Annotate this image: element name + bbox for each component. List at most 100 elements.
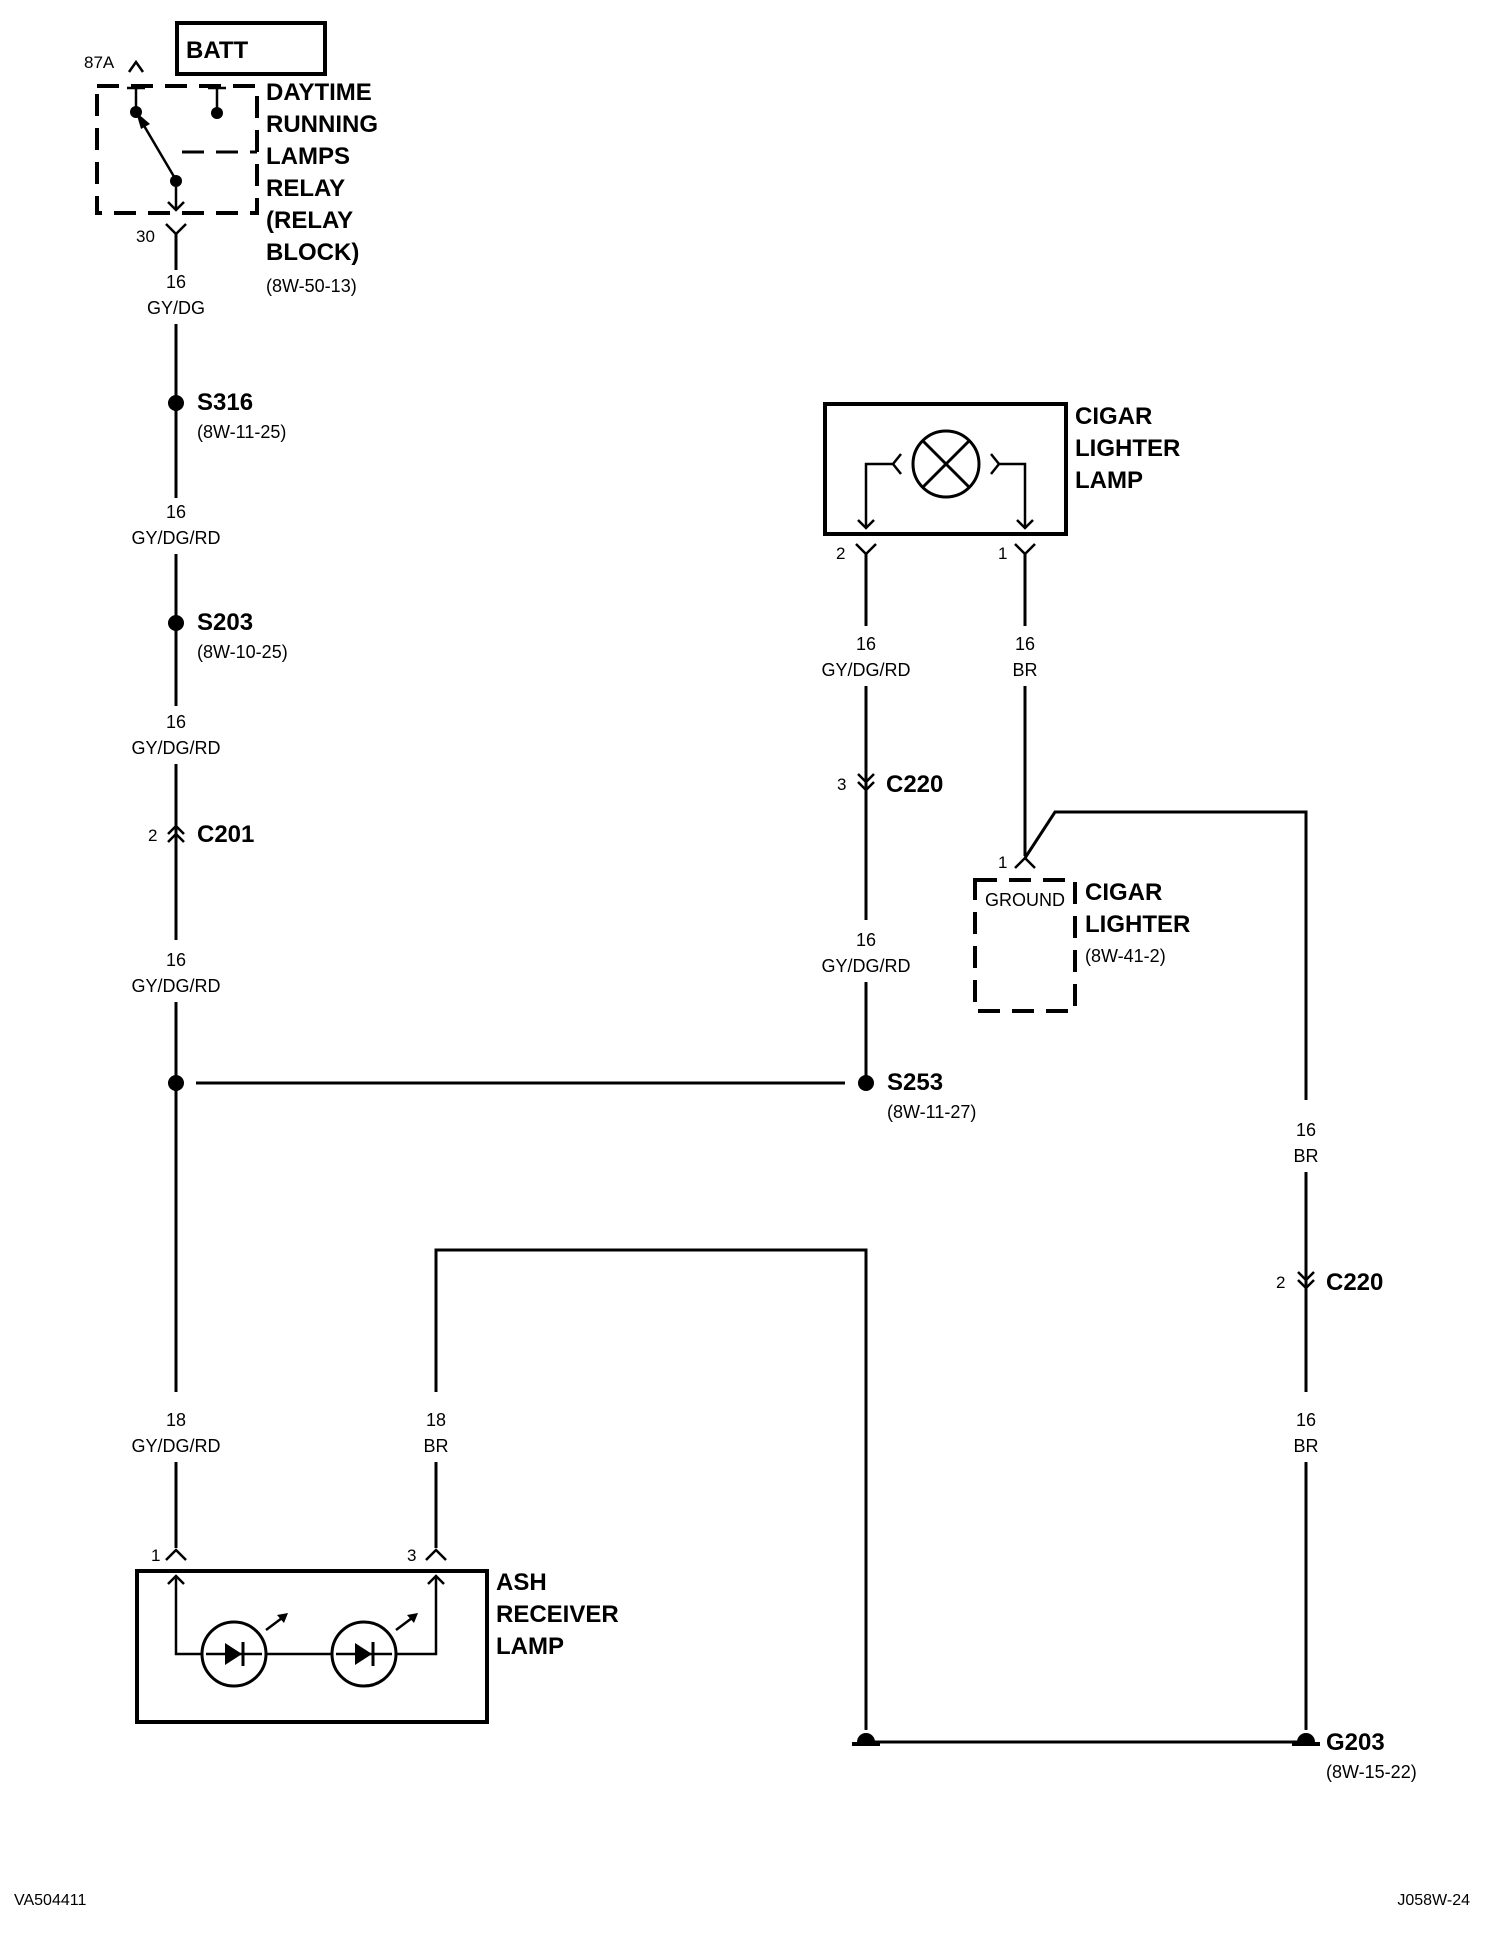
splice-s316-name: S316 bbox=[197, 389, 253, 416]
cigar-lighter-name-line-1: CIGAR bbox=[1085, 879, 1162, 906]
w10-color: GY/DG/RD bbox=[131, 1436, 220, 1456]
cigar-lamp-name-line-2: LIGHTER bbox=[1075, 435, 1180, 462]
relay-name-line-6: BLOCK) bbox=[266, 239, 359, 266]
ash-lamp-led-2-icon bbox=[330, 1613, 418, 1688]
cigar-lighter-ground: GROUND bbox=[985, 890, 1065, 910]
relay-name-line-2: RUNNING bbox=[266, 111, 378, 138]
relay-pin-87a: 87A bbox=[84, 53, 115, 72]
relay-87-contact bbox=[211, 107, 223, 119]
w2-color: GY/DG/RD bbox=[131, 528, 220, 548]
ash-lamp-box bbox=[135, 1569, 489, 1724]
connector-c201-pin: 2 bbox=[148, 826, 157, 845]
cigar-lighter-ref: (8W-41-2) bbox=[1085, 946, 1166, 966]
cigar-lamp-left-terminal bbox=[891, 453, 902, 475]
cigar-lamp-name-line-1: CIGAR bbox=[1075, 403, 1152, 430]
relay-common-contact bbox=[170, 175, 182, 187]
ash-lamp-name-line-3: LAMP bbox=[496, 1633, 564, 1660]
w1-color: GY/DG bbox=[147, 298, 205, 318]
cigar-lamp-left-arrow bbox=[857, 519, 875, 530]
connector-c220-a-pin: 3 bbox=[837, 775, 846, 794]
splice-s253-ref: (8W-11-27) bbox=[887, 1102, 976, 1122]
batt-label: BATT bbox=[186, 37, 249, 64]
cigar-lamp-left-internal bbox=[864, 462, 893, 528]
cigar-lamp-name-line-3: LAMP bbox=[1075, 467, 1143, 494]
w2-gauge: 16 bbox=[166, 502, 186, 522]
relay-box bbox=[95, 84, 259, 215]
w11-color: BR bbox=[423, 1436, 448, 1456]
ash-lamp-name-line-2: RECEIVER bbox=[496, 1601, 619, 1628]
footer-right-code: J058W-24 bbox=[1397, 1892, 1470, 1909]
cigar-lighter-pin-connector bbox=[1014, 856, 1036, 869]
w7-color: GY/DG/RD bbox=[821, 956, 910, 976]
connector-c201-name: C201 bbox=[197, 821, 254, 848]
w1-gauge: 16 bbox=[166, 272, 186, 292]
w4-color: GY/DG/RD bbox=[131, 976, 220, 996]
w3-color: GY/DG/RD bbox=[131, 738, 220, 758]
w6-color: BR bbox=[1012, 660, 1037, 680]
w11-gauge: 18 bbox=[426, 1410, 446, 1430]
cigar-lamp-right-terminal bbox=[990, 453, 1001, 475]
relay-name-line-4: RELAY bbox=[266, 175, 345, 202]
connector-c220-b-name: C220 bbox=[1326, 1269, 1383, 1296]
relay-name-line-5: (RELAY bbox=[266, 207, 353, 234]
w4-gauge: 16 bbox=[166, 950, 186, 970]
splice-s316-ref: (8W-11-25) bbox=[197, 422, 286, 442]
w5-color: GY/DG/RD bbox=[821, 660, 910, 680]
wire-w8-upper bbox=[1023, 810, 1308, 1100]
cigar-lamp-right-arrow bbox=[1016, 519, 1034, 530]
ash-lamp-pin-1: 1 bbox=[151, 1546, 160, 1565]
connector-c201-symbol bbox=[167, 824, 185, 843]
ash-lamp-internal-wire bbox=[174, 1576, 438, 1656]
relay-30-connector bbox=[165, 223, 187, 236]
w10-gauge: 18 bbox=[166, 1410, 186, 1430]
ash-lamp-pin-1-connector bbox=[165, 1548, 187, 1561]
splice-s203-ref: (8W-10-25) bbox=[197, 642, 288, 662]
relay-87a-connector bbox=[127, 59, 145, 73]
relay-name-line-1: DAYTIME bbox=[266, 79, 372, 106]
ash-lamp-led-1-icon bbox=[200, 1613, 288, 1688]
cigar-lamp-pin-2: 2 bbox=[836, 544, 845, 563]
connector-c220-a-name: C220 bbox=[886, 771, 943, 798]
ash-lamp-internal-arrow-right bbox=[427, 1574, 445, 1585]
ground-right-icon bbox=[1292, 1733, 1320, 1746]
footer-left-code: VA504411 bbox=[14, 1892, 86, 1909]
cigar-lamp-pin-2-connector bbox=[855, 543, 877, 556]
splice-s316-dot bbox=[168, 395, 184, 411]
connector-c220-b-symbol bbox=[1297, 1271, 1315, 1290]
relay-common-arrow bbox=[167, 201, 185, 212]
w8-color: BR bbox=[1293, 1146, 1318, 1166]
connector-c220-b-pin: 2 bbox=[1276, 1273, 1285, 1292]
relay-switch-arm bbox=[141, 123, 178, 181]
relay-arm-arrow bbox=[136, 112, 150, 129]
relay-pin-30: 30 bbox=[136, 227, 155, 246]
ash-lamp-internal-arrow-left bbox=[167, 1574, 185, 1585]
splice-s203-name: S203 bbox=[197, 609, 253, 636]
cigar-lamp-right-internal bbox=[999, 462, 1027, 528]
w8-gauge: 16 bbox=[1296, 1120, 1316, 1140]
connector-c220-a-symbol bbox=[857, 773, 875, 792]
cigar-lighter-name-line-2: LIGHTER bbox=[1085, 911, 1190, 938]
cigar-lamp-pin-1-connector bbox=[1014, 543, 1036, 556]
cigar-lamp-box bbox=[823, 402, 1068, 536]
cigar-lamp-pin-1: 1 bbox=[998, 544, 1007, 563]
wire-w11-upper bbox=[434, 1248, 868, 1730]
cigar-lighter-box bbox=[973, 878, 1077, 1013]
ground-g203-ref: (8W-15-22) bbox=[1326, 1762, 1417, 1782]
splice-s253-dot bbox=[858, 1075, 874, 1091]
splice-s253-name: S253 bbox=[887, 1069, 943, 1096]
cigar-lamp-bulb-icon bbox=[911, 429, 981, 499]
w9-color: BR bbox=[1293, 1436, 1318, 1456]
w5-gauge: 16 bbox=[856, 634, 876, 654]
w7-gauge: 16 bbox=[856, 930, 876, 950]
junction-dot bbox=[168, 1075, 184, 1091]
w9-gauge: 16 bbox=[1296, 1410, 1316, 1430]
ash-lamp-pin-3: 3 bbox=[407, 1546, 416, 1565]
relay-ref: (8W-50-13) bbox=[266, 276, 357, 296]
batt-box bbox=[175, 21, 327, 76]
w3-gauge: 16 bbox=[166, 712, 186, 732]
relay-name-line-3: LAMPS bbox=[266, 143, 350, 170]
w6-gauge: 16 bbox=[1015, 634, 1035, 654]
ground-left-icon bbox=[852, 1733, 880, 1746]
ground-g203-name: G203 bbox=[1326, 1729, 1385, 1756]
